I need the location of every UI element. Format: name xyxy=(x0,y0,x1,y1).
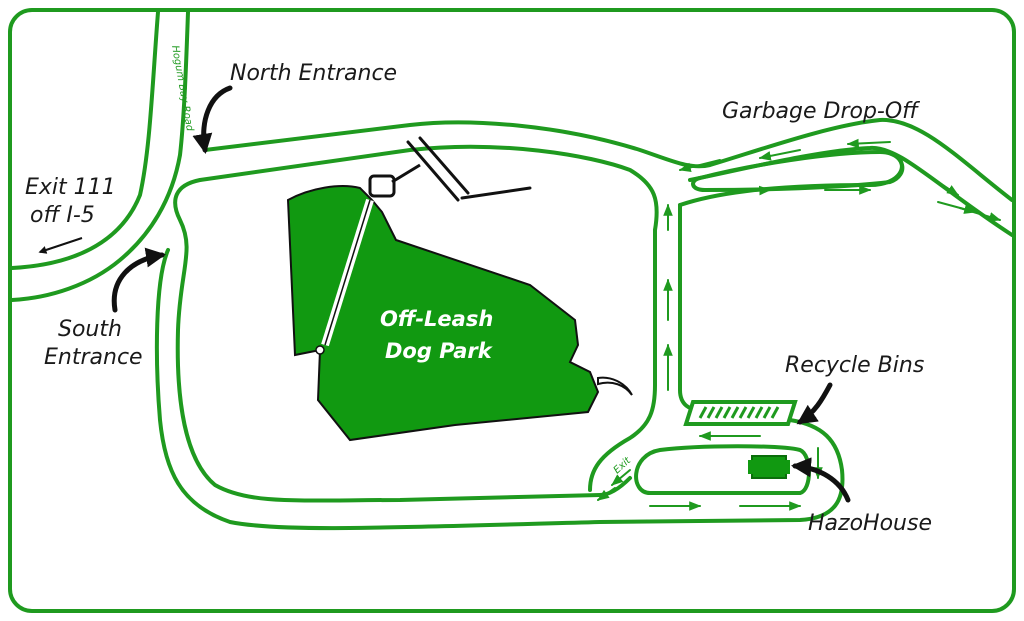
park-label-line2: Dog Park xyxy=(385,339,494,363)
garbage-island xyxy=(691,150,905,192)
exit-label-line2: off I-5 xyxy=(30,203,95,228)
map-border xyxy=(8,8,1016,613)
exit-direction-arrow xyxy=(38,237,83,254)
north-parking-lines xyxy=(406,136,532,202)
south-entrance-label-line2: Entrance xyxy=(44,345,143,370)
exit-label-line1: Exit 111 xyxy=(25,175,116,200)
park-label-line1: Off-Leash xyxy=(380,307,493,331)
south-entrance-label-line1: South xyxy=(58,317,122,342)
hogum-bay-road xyxy=(10,10,190,302)
dog-park-area xyxy=(286,185,600,442)
exit-small-label: Exit xyxy=(612,455,634,477)
hazohouse-label: HazoHouse xyxy=(808,511,932,536)
recycle-bins-label: Recycle Bins xyxy=(785,353,924,378)
recycle-bins-icon xyxy=(683,400,798,426)
building-icon xyxy=(748,455,790,479)
callout-arrows xyxy=(111,85,851,503)
north-entrance-label: North Entrance xyxy=(230,61,397,86)
road-name-label: Hogum Bay Road xyxy=(169,45,195,133)
garbage-dropoff-label: Garbage Drop-Off xyxy=(722,99,920,124)
leash-icon xyxy=(315,163,633,396)
traffic-flow-arrows xyxy=(597,138,1002,511)
